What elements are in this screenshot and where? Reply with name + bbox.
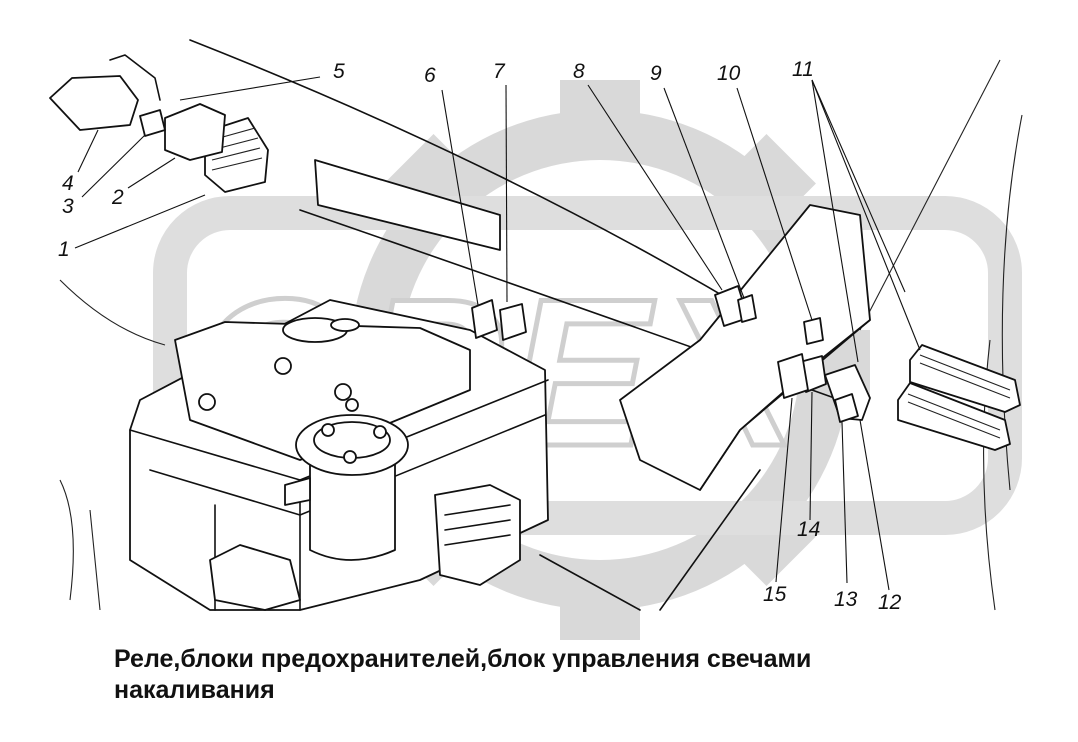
- callout-3: 3: [62, 195, 74, 218]
- callout-labels: 1 2 3 4 5 6 7 8 9 10 11 12 13 14 15: [58, 58, 902, 614]
- component-10-relay: [803, 317, 824, 345]
- callout-12: 12: [878, 591, 902, 614]
- valve-cover: [174, 321, 471, 461]
- callout-9: 9: [650, 62, 662, 85]
- watermark-frame: [153, 196, 1022, 535]
- callout-11: 11: [792, 58, 814, 81]
- lower-fitting: [209, 544, 301, 611]
- component-11-fuse-blocks: [897, 344, 1021, 451]
- caption-line-1: Реле,блоки предохранителей,блок управлен…: [114, 645, 812, 673]
- component-9-connector: [737, 294, 757, 323]
- leader-lines: [74, 76, 921, 591]
- caption-line-2: накаливания: [114, 676, 275, 704]
- engine-assembly: [59, 39, 1023, 611]
- component-7-relay: [499, 303, 527, 341]
- component-2-relay-block: [164, 103, 226, 161]
- component-13-connector: [834, 393, 859, 423]
- oil-filter: [284, 398, 409, 561]
- cover-panel: [314, 159, 501, 251]
- callout-1: 1: [58, 238, 70, 261]
- callout-5: 5: [333, 60, 345, 83]
- callout-10: 10: [717, 62, 741, 85]
- component-15-relay: [777, 353, 809, 399]
- callout-7: 7: [493, 60, 506, 83]
- callout-15: 15: [763, 583, 787, 606]
- callout-13: 13: [834, 588, 858, 611]
- component-4-fuse-box: [49, 54, 161, 131]
- callout-14: 14: [797, 518, 820, 541]
- callout-4: 4: [62, 172, 74, 195]
- bracket-panel: [619, 204, 871, 491]
- figure-caption: Реле,блоки предохранителей,блок управлен…: [114, 644, 1014, 706]
- component-3-relay: [139, 109, 166, 137]
- callout-8: 8: [573, 60, 585, 83]
- pump: [434, 484, 521, 586]
- component-6-relay: [471, 299, 498, 339]
- callout-6: 6: [424, 64, 436, 87]
- callout-2: 2: [111, 186, 124, 209]
